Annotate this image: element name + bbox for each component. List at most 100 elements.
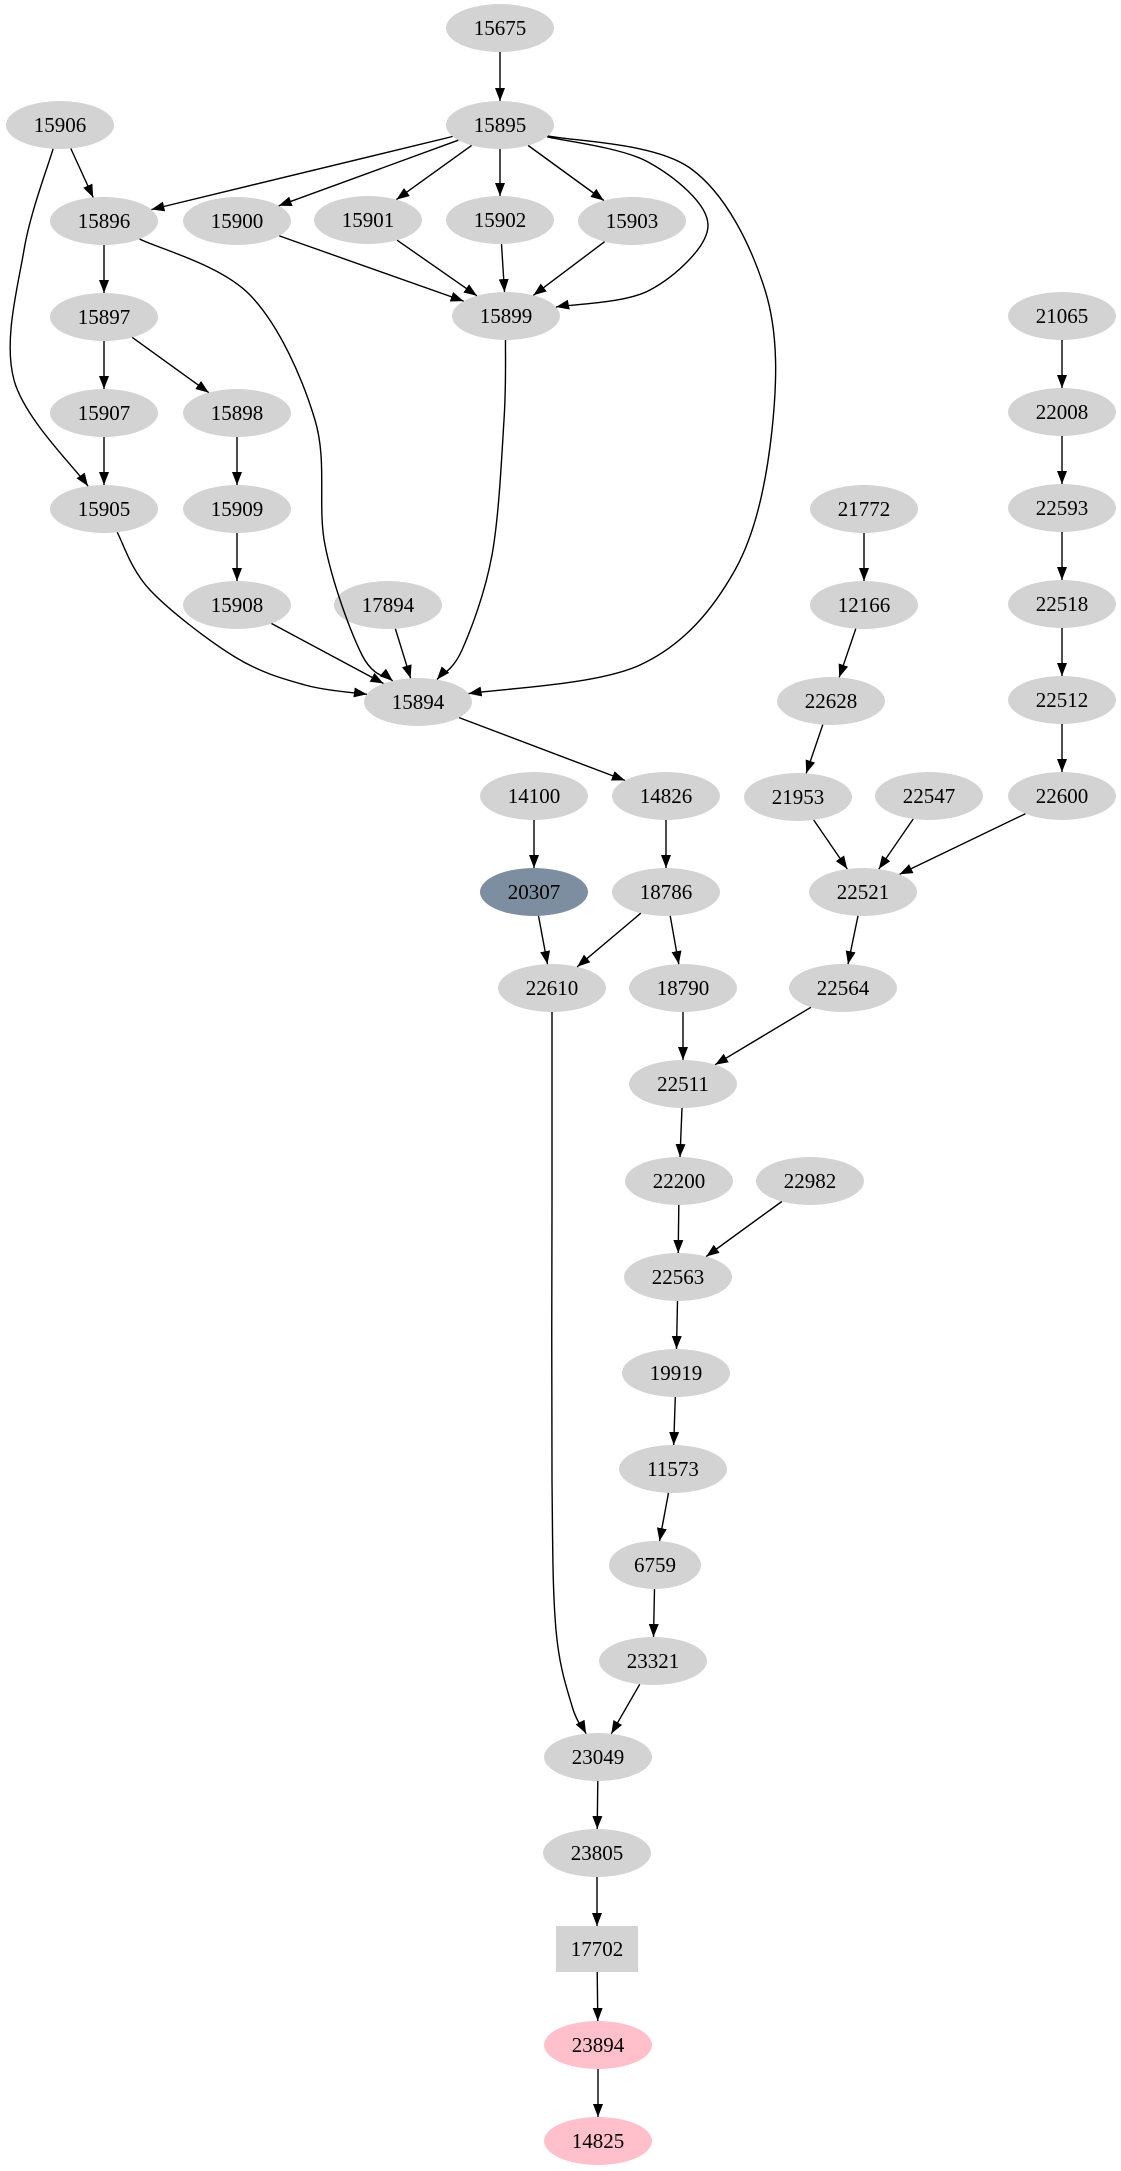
node-label: 18786 xyxy=(640,880,693,904)
node-ellipse-shape xyxy=(810,485,918,533)
node-label: 15675 xyxy=(474,16,527,40)
node-label: 22564 xyxy=(817,976,870,1000)
node-label: 11573 xyxy=(647,1457,699,1481)
edge-15895-15896 xyxy=(151,135,453,212)
node-ellipse-shape xyxy=(446,101,554,149)
node-label: 15902 xyxy=(474,208,527,232)
node-15903: 15903 xyxy=(578,197,686,245)
edge-20307-22610 xyxy=(537,915,551,965)
node-label: 22610 xyxy=(526,976,579,1000)
node-label: 22563 xyxy=(652,1265,705,1289)
node-label: 15898 xyxy=(211,401,264,425)
edge-15906-15896 xyxy=(70,148,94,198)
node-22564: 22564 xyxy=(789,964,897,1012)
node-ellipse-shape xyxy=(578,197,686,245)
node-label: 19919 xyxy=(650,1361,703,1385)
edge-22521-22564 xyxy=(845,915,859,965)
node-ellipse-shape xyxy=(622,1349,730,1397)
node-label: 15896 xyxy=(78,209,131,233)
node-label: 23049 xyxy=(572,1745,625,1769)
node-ellipse-shape xyxy=(498,964,606,1012)
edge-15906-15905 xyxy=(9,148,89,487)
node-15907: 15907 xyxy=(50,389,158,437)
node-ellipse-shape xyxy=(50,485,158,533)
node-22200: 22200 xyxy=(625,1157,733,1205)
node-ellipse-shape xyxy=(544,1733,652,1781)
node-ellipse-shape xyxy=(544,2117,652,2165)
node-22563: 22563 xyxy=(624,1253,732,1301)
node-15909: 15909 xyxy=(183,485,291,533)
node-23894: 23894 xyxy=(544,2021,652,2069)
node-15905: 15905 xyxy=(50,485,158,533)
node-label: 14825 xyxy=(572,2129,625,2153)
node-ellipse-shape xyxy=(609,1541,701,1589)
node-label: 15909 xyxy=(211,497,264,521)
node-ellipse-shape xyxy=(183,389,291,437)
node-22511: 22511 xyxy=(629,1060,737,1108)
edge-22564-22511 xyxy=(714,1006,812,1066)
edge-23049-23805 xyxy=(592,1780,603,1830)
node-label: 6759 xyxy=(634,1553,676,1577)
node-15896: 15896 xyxy=(50,197,158,245)
node-label: 22518 xyxy=(1036,592,1089,616)
node-15675: 15675 xyxy=(446,4,554,52)
node-label: 22600 xyxy=(1036,784,1089,808)
node-ellipse-shape xyxy=(183,197,291,245)
node-22547: 22547 xyxy=(875,772,983,820)
node-ellipse-shape xyxy=(789,964,897,1012)
node-22610: 22610 xyxy=(498,964,606,1012)
node-15908: 15908 xyxy=(183,581,291,629)
node-label: 15899 xyxy=(480,304,533,328)
node-ellipse-shape xyxy=(6,101,114,149)
node-ellipse-shape xyxy=(543,1829,651,1877)
node-23049: 23049 xyxy=(544,1733,652,1781)
node-label: 17894 xyxy=(362,593,415,617)
node-15895: 15895 xyxy=(446,101,554,149)
node-label: 22511 xyxy=(657,1072,709,1096)
edge-22610-23049 xyxy=(550,1012,587,1734)
edge-22563-19919 xyxy=(671,1300,682,1350)
node-ellipse-shape xyxy=(629,964,737,1012)
node-ellipse-shape xyxy=(183,485,291,533)
node-ellipse-shape xyxy=(810,581,918,629)
node-22628: 22628 xyxy=(777,677,885,725)
edge-15899-15894 xyxy=(436,339,507,680)
node-ellipse-shape xyxy=(50,389,158,437)
node-21065: 21065 xyxy=(1008,292,1116,340)
edge-11573-6759 xyxy=(656,1492,670,1542)
node-ellipse-shape xyxy=(480,868,588,916)
node-15897: 15897 xyxy=(50,293,158,341)
node-label: 22982 xyxy=(784,1169,837,1193)
node-label: 15897 xyxy=(78,305,131,329)
edge-15895-15900 xyxy=(278,139,459,207)
node-ellipse-shape xyxy=(599,1637,707,1685)
node-22518: 22518 xyxy=(1008,580,1116,628)
edge-22600-22521 xyxy=(899,813,1026,875)
node-23321: 23321 xyxy=(599,1637,707,1685)
node-17894: 17894 xyxy=(334,581,442,629)
edge-18786-22610 xyxy=(576,912,642,968)
edge-22628-21953 xyxy=(805,724,824,774)
node-ellipse-shape xyxy=(50,293,158,341)
node-22593: 22593 xyxy=(1008,484,1116,532)
node-22982: 22982 xyxy=(756,1157,864,1205)
node-label: 15895 xyxy=(474,113,527,137)
node-label: 12166 xyxy=(838,593,891,617)
node-ellipse-shape xyxy=(446,196,554,244)
node-label: 22512 xyxy=(1036,688,1089,712)
node-23805: 23805 xyxy=(543,1829,651,1877)
edge-15897-15898 xyxy=(131,336,210,394)
edge-22511-22200 xyxy=(675,1107,686,1158)
edge-15895-15903 xyxy=(527,144,605,202)
node-ellipse-shape xyxy=(1008,388,1116,436)
edge-6759-23321 xyxy=(648,1588,659,1638)
node-label: 15907 xyxy=(78,401,131,425)
node-ellipse-shape xyxy=(777,677,885,725)
node-label: 15906 xyxy=(34,113,87,137)
edge-12166-22628 xyxy=(838,628,857,678)
node-label: 17702 xyxy=(571,1937,624,1961)
node-ellipse-shape xyxy=(1008,292,1116,340)
node-ellipse-shape xyxy=(612,868,720,916)
node-21772: 21772 xyxy=(810,485,918,533)
